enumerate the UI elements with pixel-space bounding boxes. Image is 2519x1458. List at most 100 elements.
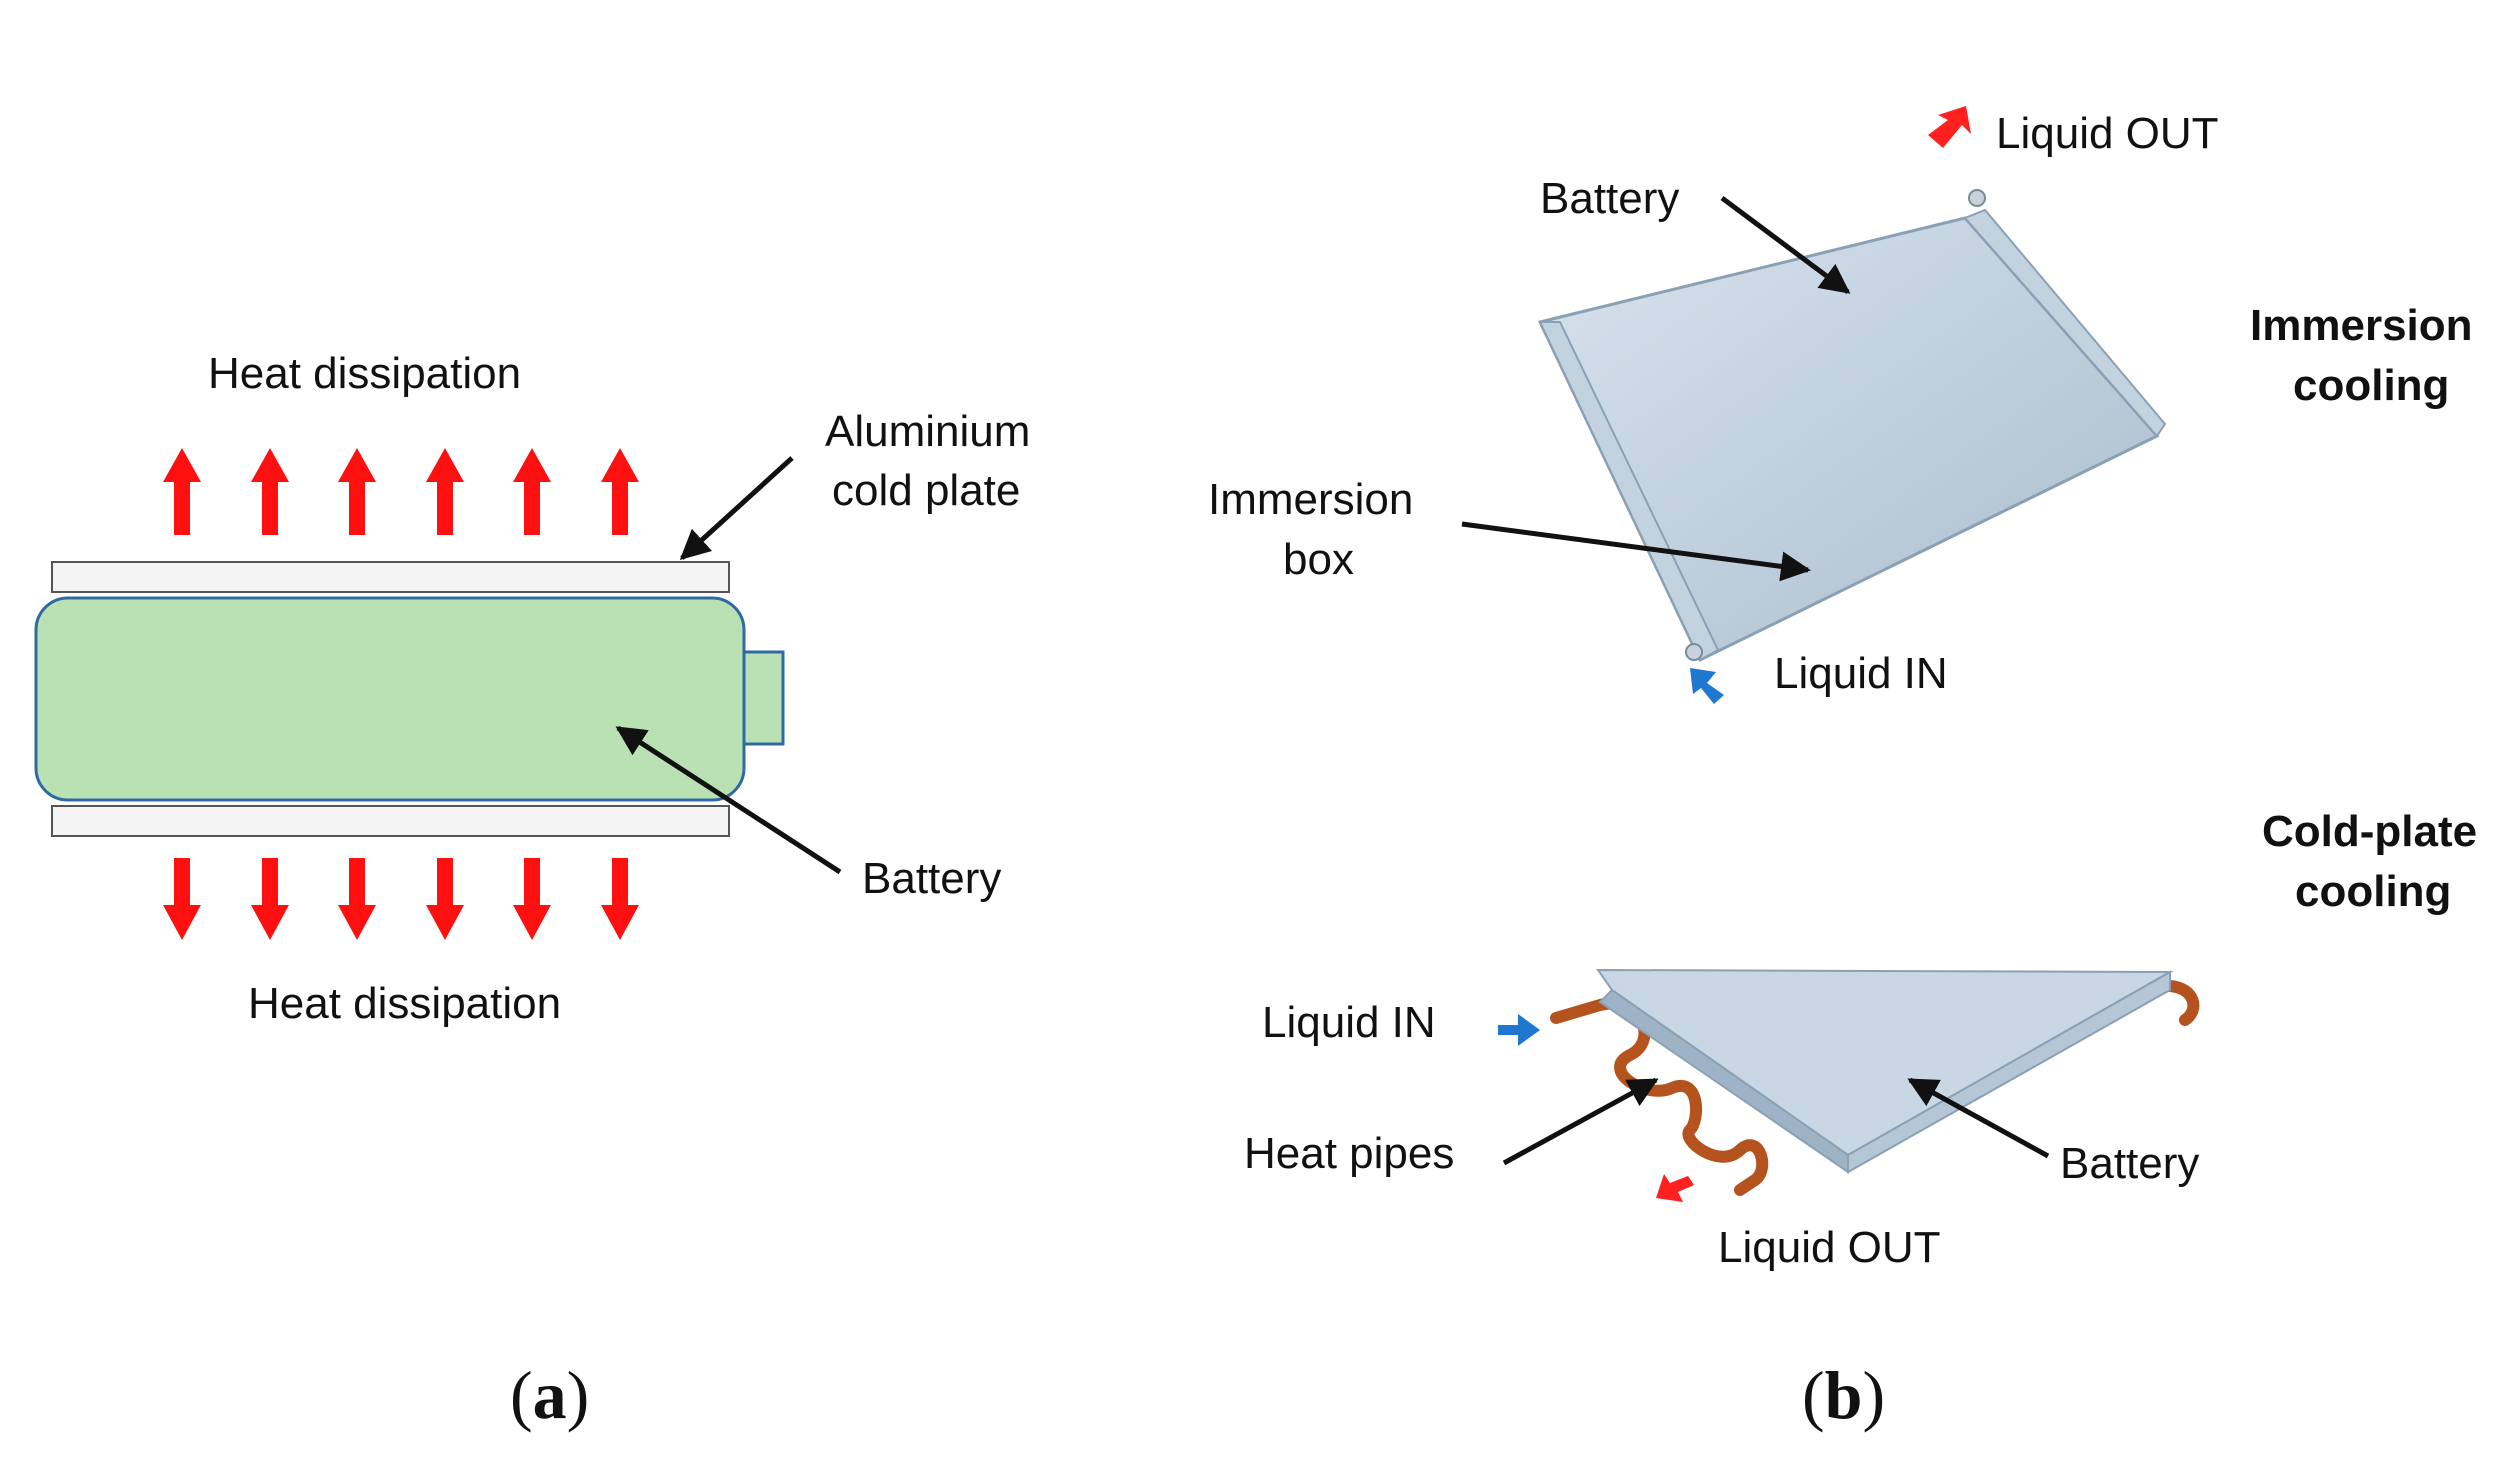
battery-cell-top: [0, 0, 11, 190]
battery-cell-top: [0, 0, 11, 190]
battery-cell-top: [0, 0, 12, 170]
battery-cell-top: [0, 0, 11, 190]
heat-arrow-up: [338, 448, 376, 535]
battery-cell-top: [0, 0, 11, 190]
battery-cell-top: [0, 0, 12, 170]
battery-cell-top: [0, 0, 11, 190]
battery-cell-top: [0, 0, 11, 190]
battery-cell-top: [0, 0, 12, 170]
battery-cell-top: [0, 0, 11, 190]
battery-cell-top: [0, 0, 12, 170]
battery-cell-top: [0, 0, 12, 170]
battery-cell-top: [0, 0, 12, 170]
battery-cell-top: [0, 0, 12, 170]
battery-cell-top: [0, 0, 12, 170]
battery-cell-top: [0, 0, 12, 170]
battery-cell-top: [0, 0, 12, 170]
battery-label-a: Battery: [862, 854, 1001, 903]
battery-cell-top: [0, 0, 12, 170]
battery-cell-top: [0, 0, 12, 170]
heat-arrows-up: [163, 448, 639, 535]
battery-cell-top: [0, 0, 12, 170]
battery-cell-top: [0, 0, 11, 190]
battery-cell-top: [0, 0, 11, 190]
battery-cell-top: [0, 0, 11, 190]
battery-cell-top: [0, 0, 11, 190]
battery-cell-top: [0, 0, 11, 190]
heat-arrow-down: [338, 858, 376, 940]
battery-cell-top: [0, 0, 12, 170]
battery-cell-top: [0, 0, 11, 190]
battery-cell-top: [0, 0, 12, 170]
immersion-box-pointer: [1461, 521, 1811, 582]
battery-cell-top: [0, 0, 11, 190]
battery-cell-top: [0, 0, 12, 170]
battery-cell-top: [0, 0, 11, 190]
battery-cell-top: [0, 0, 12, 170]
battery-cell-top: [0, 0, 12, 170]
battery-cell-top: [0, 0, 12, 170]
battery-cell-top: [0, 0, 11, 190]
battery-cell-top: [0, 0, 12, 170]
battery-cell-top: [0, 0, 11, 190]
battery-cell-top: [0, 0, 12, 170]
battery-cell-top: [0, 0, 12, 170]
battery-cell-top: [0, 0, 12, 170]
battery-cell-top: [0, 0, 12, 170]
immersion-box-base: [1537, 216, 2160, 663]
battery-cell-top: [0, 0, 11, 190]
cold-plate-pointer: [679, 456, 794, 561]
coldplate-title-line2: cooling: [2295, 867, 2451, 916]
battery-cell-top: [0, 0, 12, 170]
battery-cell-top: [0, 0, 11, 190]
battery-cell-top: [0, 0, 11, 190]
battery-cell-top: [0, 0, 11, 190]
battery-cell-top: [0, 0, 11, 190]
battery-cell-top: [0, 0, 12, 170]
battery-cell-top: [0, 0, 11, 190]
battery-cell-top: [0, 0, 12, 170]
battery-cell-top: [0, 0, 12, 170]
battery-cell-top: [0, 0, 11, 190]
battery-cell-top: [0, 0, 12, 170]
battery-cell-top: [0, 0, 12, 170]
battery-cell-top: [0, 0, 11, 190]
immersion-liquid-in-arrow: [1690, 668, 1724, 704]
battery-cell-top: [0, 0, 11, 190]
battery-cell-top: [0, 0, 12, 170]
battery-cell-top: [0, 0, 11, 190]
heat-dissipation-bottom-label: Heat dissipation: [248, 979, 561, 1028]
battery-cell-top: [0, 0, 12, 170]
battery-cell-top: [0, 0, 12, 170]
battery-cell-top: [0, 0, 12, 170]
coldplate-liquid-in-arrow: [1498, 1014, 1540, 1046]
battery-cell-top: [0, 0, 11, 190]
battery-cell-top: [0, 0, 12, 170]
battery-cell-top: [0, 0, 12, 170]
battery-cell-top: [0, 0, 11, 190]
battery-cell-top: [0, 0, 11, 190]
heat-arrow-up: [513, 448, 551, 535]
battery-cell-top: [0, 0, 11, 190]
battery-cell-top: [0, 0, 11, 190]
battery-cell-top: [0, 0, 11, 190]
battery-cell-top: [0, 0, 11, 190]
battery-cell-top: [0, 0, 12, 170]
battery-cell-top: [0, 0, 11, 190]
battery-cell-top: [0, 0, 11, 190]
battery-cell-top: [0, 0, 11, 190]
battery-cell-top: [0, 0, 12, 170]
heat-arrow-down: [163, 858, 201, 940]
battery-cell-top: [0, 0, 12, 170]
battery-cell-top: [0, 0, 12, 170]
battery-cell-top: [0, 0, 11, 190]
battery-cell-top: [0, 0, 12, 170]
battery-cell-top: [0, 0, 12, 170]
battery-cell-top: [0, 0, 11, 190]
immersion-liquid-in-label: Liquid IN: [1774, 649, 1948, 698]
battery-cell-top: [0, 0, 12, 170]
battery-cell-top: [0, 0, 11, 190]
battery-cell-top: [0, 0, 12, 170]
battery-cell-top: [0, 0, 12, 170]
battery-cell-top: [0, 0, 12, 170]
